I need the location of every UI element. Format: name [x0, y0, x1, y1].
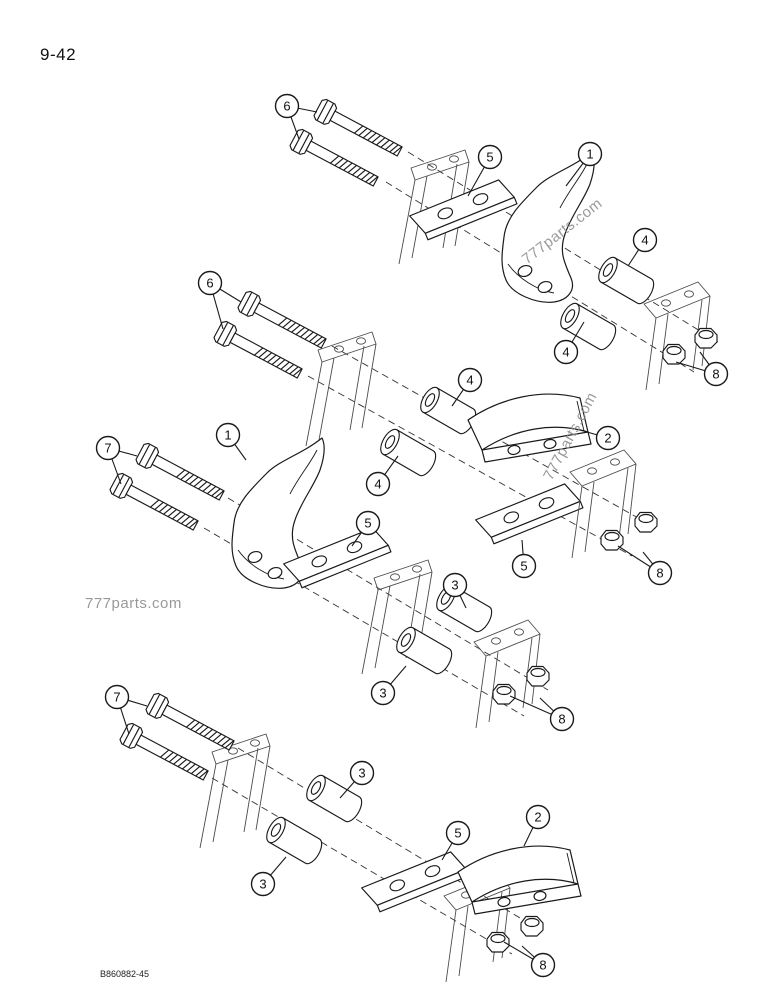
- assembly-third: [108, 437, 550, 729]
- centerline: [211, 777, 513, 955]
- figure-code: B860882-45: [100, 969, 149, 979]
- svg-text:7: 7: [104, 441, 111, 456]
- page-number: 9-42: [40, 45, 76, 64]
- svg-text:1: 1: [224, 428, 231, 443]
- callout-8: 8: [617, 545, 673, 586]
- callout-4: 4: [553, 321, 585, 365]
- callout-1: 1: [215, 422, 247, 461]
- svg-text:8: 8: [656, 566, 663, 581]
- svg-text:2: 2: [534, 810, 541, 825]
- frame-outline: [305, 331, 377, 447]
- flanged-nut: [486, 931, 510, 953]
- svg-text:5: 5: [486, 150, 493, 165]
- svg-text:3: 3: [451, 578, 458, 593]
- callout-2: 2: [523, 804, 551, 847]
- svg-text:5: 5: [454, 826, 461, 841]
- svg-text:3: 3: [259, 877, 266, 892]
- flanged-nut: [492, 683, 516, 705]
- callout-3: 3: [442, 572, 468, 609]
- svg-text:3: 3: [379, 686, 386, 701]
- flanged-nut: [526, 665, 550, 687]
- flanged-nut: [694, 327, 718, 349]
- svg-text:4: 4: [374, 477, 381, 492]
- callout-4: 4: [451, 367, 483, 407]
- assembly-second: [212, 289, 658, 559]
- callout-3: 3: [339, 760, 375, 799]
- callout-4: 4: [365, 455, 399, 497]
- callout-5: 5: [511, 539, 537, 579]
- callout-8: 8: [675, 351, 729, 387]
- svg-text:6: 6: [283, 99, 290, 114]
- callout-7: 7: [95, 435, 138, 485]
- callout-4: 4: [627, 227, 658, 267]
- curved-plate: [457, 845, 582, 915]
- drilled-plate: [409, 176, 518, 244]
- bushing: [594, 253, 659, 308]
- svg-text:8: 8: [558, 712, 565, 727]
- callout-5: 5: [467, 144, 503, 197]
- callout-2: 2: [579, 425, 621, 451]
- callout-1: 1: [565, 141, 603, 187]
- callouts-layer: 6 5 1 4 4 8 6 4: [95, 93, 729, 978]
- flanged-nut: [634, 511, 658, 533]
- callout-6: 6: [197, 270, 242, 330]
- watermark-left: 777parts.com: [85, 595, 182, 612]
- svg-text:5: 5: [364, 516, 371, 531]
- svg-text:3: 3: [358, 766, 365, 781]
- svg-text:4: 4: [562, 345, 569, 360]
- bushing: [416, 383, 481, 438]
- bushing: [376, 425, 441, 480]
- assembly-top: [288, 97, 719, 391]
- callout-3: 3: [250, 856, 287, 897]
- assembly-bottom: [118, 691, 582, 983]
- flanged-nut: [520, 915, 544, 937]
- bushing: [262, 813, 327, 868]
- svg-text:1: 1: [586, 147, 593, 162]
- callout-5: 5: [351, 510, 381, 547]
- svg-text:5: 5: [520, 559, 527, 574]
- svg-text:4: 4: [466, 373, 473, 388]
- svg-text:8: 8: [539, 958, 546, 973]
- drilled-plate: [475, 480, 584, 548]
- svg-text:2: 2: [604, 431, 611, 446]
- callout-8: 8: [503, 941, 556, 978]
- callout-6: 6: [274, 93, 318, 140]
- bushing: [392, 623, 457, 678]
- callout-7: 7: [104, 684, 148, 735]
- callout-8: 8: [509, 695, 575, 732]
- drilled-plate: [361, 848, 470, 916]
- flanged-nut: [662, 343, 686, 365]
- svg-text:6: 6: [206, 276, 213, 291]
- callout-5: 5: [441, 820, 471, 861]
- svg-text:8: 8: [712, 367, 719, 382]
- centerline: [407, 151, 719, 343]
- callout-3: 3: [370, 665, 407, 706]
- centerline: [307, 375, 633, 557]
- svg-text:7: 7: [113, 690, 120, 705]
- svg-text:4: 4: [641, 233, 648, 248]
